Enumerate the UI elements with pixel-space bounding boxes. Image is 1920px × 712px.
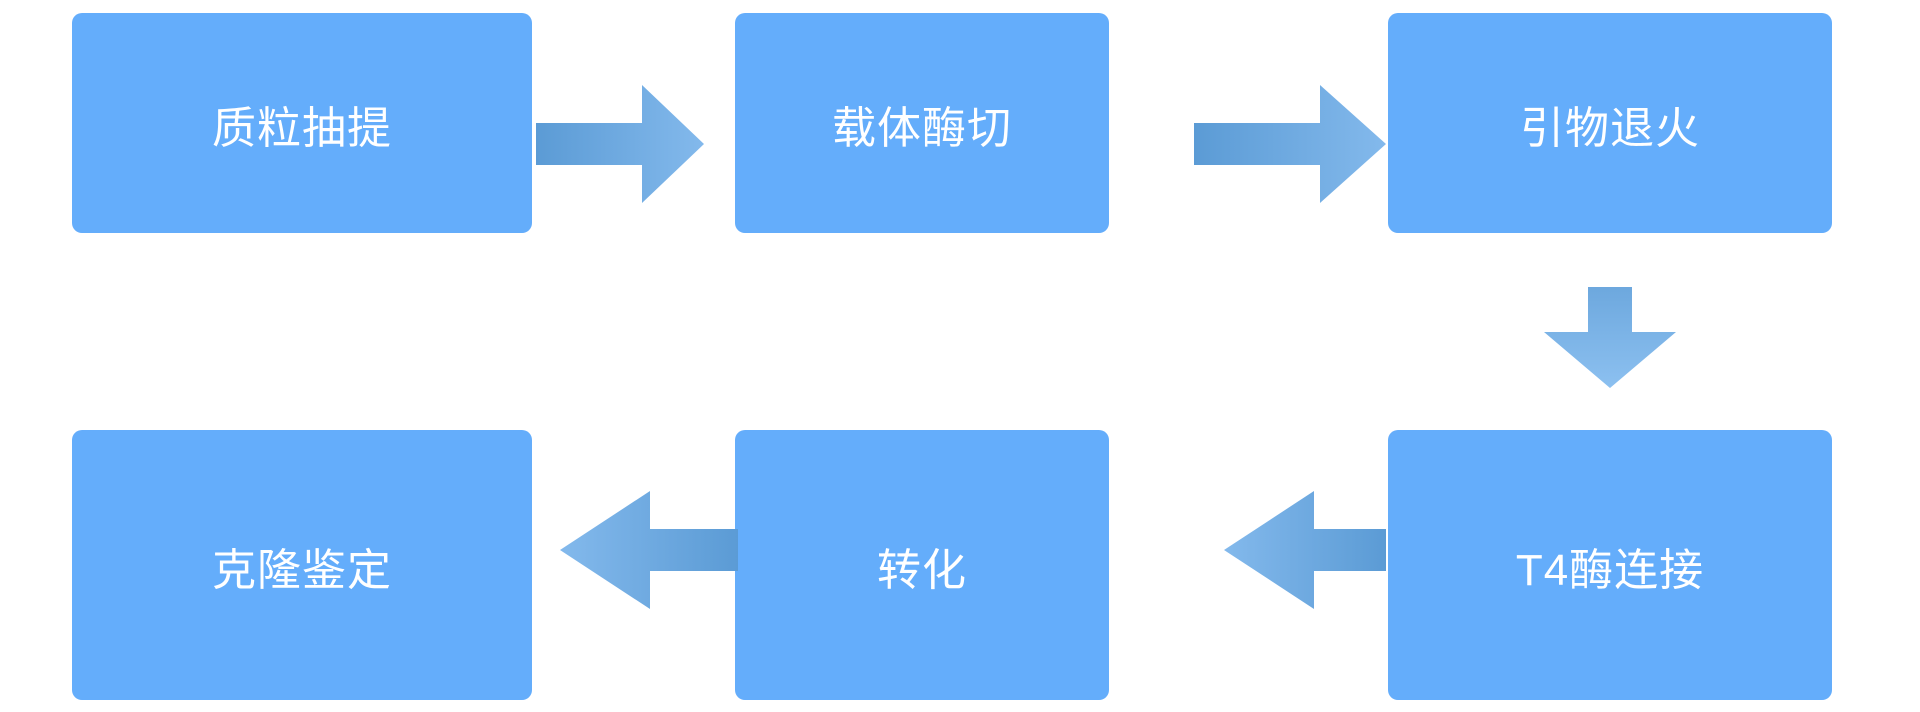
- arrow-shape: [1544, 287, 1676, 388]
- node-t4-ligation[interactable]: T4酶连接: [1388, 430, 1832, 700]
- arrow-shape: [536, 85, 704, 203]
- node-primer-annealing[interactable]: 引物退火: [1388, 13, 1832, 233]
- arrow-shape: [1194, 85, 1386, 203]
- node-label: 克隆鉴定: [212, 545, 392, 595]
- arrow-shape: [560, 491, 738, 609]
- arrow-right-vector-to-primer: [1194, 85, 1386, 203]
- node-label: T4酶连接: [1515, 545, 1705, 595]
- arrow-down-primer-to-ligation: [1544, 287, 1676, 388]
- arrow-left-ligation-to-transformation: [1224, 491, 1386, 609]
- node-clone-identification[interactable]: 克隆鉴定: [72, 430, 532, 700]
- node-plasmid-extraction[interactable]: 质粒抽提: [72, 13, 532, 233]
- node-vector-digestion[interactable]: 载体酶切: [735, 13, 1109, 233]
- node-label: 引物退火: [1520, 103, 1700, 153]
- node-label: 载体酶切: [832, 103, 1012, 153]
- node-label: 质粒抽提: [212, 103, 392, 153]
- node-label: 转化: [877, 545, 967, 595]
- arrow-left-transformation-to-clone: [560, 491, 738, 609]
- arrow-right-plasmid-to-vector: [536, 85, 704, 203]
- arrow-shape: [1224, 491, 1386, 609]
- node-transformation[interactable]: 转化: [735, 430, 1109, 700]
